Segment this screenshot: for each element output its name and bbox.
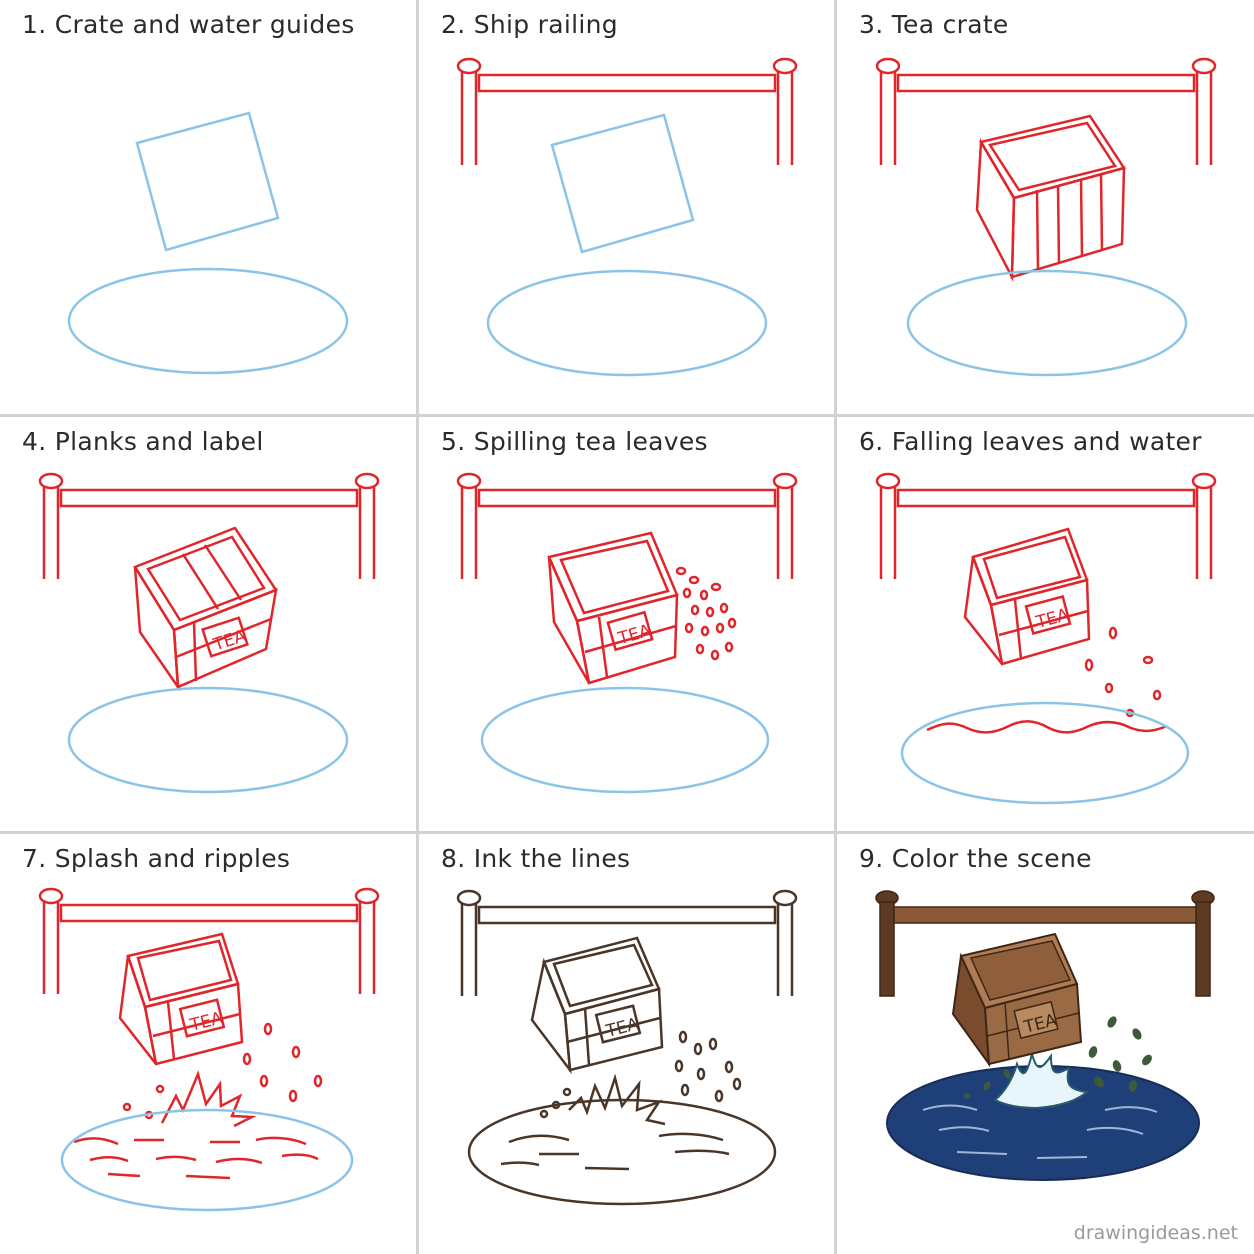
step-panel-2: 2. Ship railing	[419, 0, 834, 414]
step-title: 3. Tea crate	[859, 10, 1009, 39]
step-title: 1. Crate and water guides	[22, 10, 355, 39]
step-drawing: TEA	[875, 890, 1215, 1181]
step-panel-6: 6. Falling leaves and water	[837, 417, 1254, 831]
step-title: 7. Splash and ripples	[22, 844, 291, 873]
step-panel-4: 4. Planks and label TEA	[0, 417, 416, 831]
step-panel-9: 9. Color the scene	[837, 834, 1254, 1254]
step-drawing: TEA	[38, 887, 380, 1212]
step-panel-8: 8. Ink the lines	[419, 834, 834, 1254]
step-title: 6. Falling leaves and water	[859, 427, 1202, 456]
divider	[0, 414, 1254, 417]
watermark: drawingideas.net	[1073, 1222, 1238, 1244]
step-drawing: TEA	[875, 472, 1217, 805]
step-title: 5. Spilling tea leaves	[441, 427, 708, 456]
step-title: 9. Color the scene	[859, 844, 1092, 873]
step-title: 4. Planks and label	[22, 427, 264, 456]
crate-label: TEA	[1033, 605, 1071, 633]
step-drawing	[875, 57, 1217, 377]
divider	[416, 0, 419, 1254]
step-panel-7: 7. Splash and ripples	[0, 834, 416, 1254]
step-title: 2. Ship railing	[441, 10, 618, 39]
step-title: 8. Ink the lines	[441, 844, 631, 873]
step-drawing	[67, 111, 349, 375]
step-drawing	[456, 57, 798, 377]
crate-label: TEA	[210, 626, 249, 656]
step-drawing: TEA	[456, 889, 798, 1206]
crate-label: TEA	[615, 621, 653, 650]
divider	[0, 831, 1254, 834]
crate-label: TEA	[187, 1008, 225, 1036]
step-panel-5: 5. Spilling tea leaves	[419, 417, 834, 831]
step-drawing: TEA	[456, 472, 798, 794]
step-panel-1: 1. Crate and water guides	[0, 0, 416, 414]
crate-label: TEA	[603, 1014, 641, 1042]
divider	[834, 0, 837, 1254]
step-drawing: TEA	[38, 472, 380, 794]
step-panel-3: 3. Tea crate	[837, 0, 1254, 414]
